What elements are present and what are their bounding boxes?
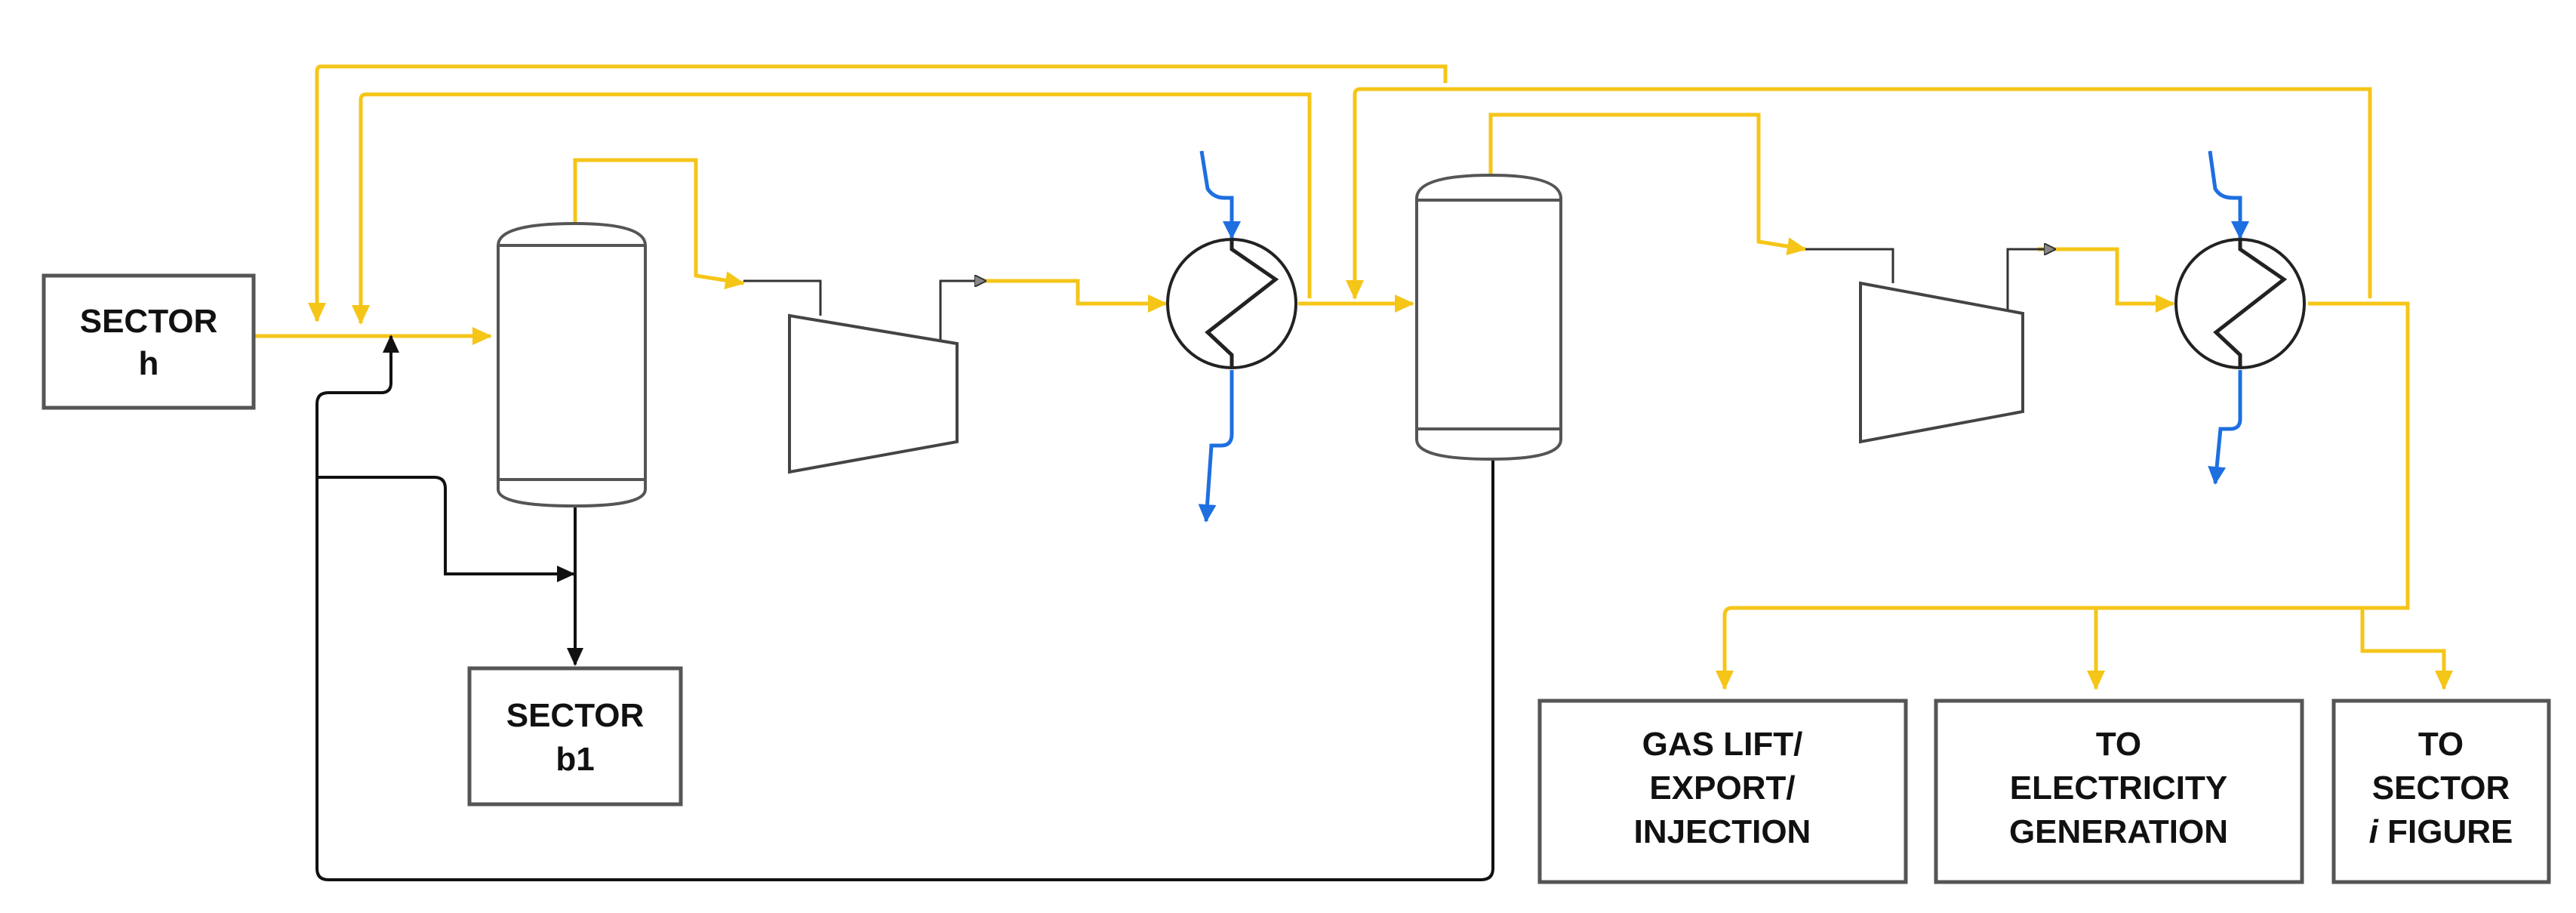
comp2-outlet-line [2006,249,2054,313]
gas-recycle-inner [352,92,1312,325]
gas-recycle-right [1346,87,2372,300]
sector-h-line1: SECTOR [80,303,218,340]
sector-i-line1: TO [2418,726,2464,763]
gas-lift-line3: INJECTION [1634,813,1811,850]
box-gas-lift: GAS LIFT/ EXPORT/ INJECTION [1537,699,1908,884]
sector-h-line2: h [139,345,159,382]
gas-streams [253,64,2453,690]
electricity-line2: ELECTRICITY [2010,770,2227,807]
sector-i-italic: i [2369,813,2379,850]
heat-exchanger-1 [1166,238,1297,369]
liquid-branch-to-b1 [317,476,575,582]
compressor-2 [1859,281,2024,444]
sector-i-figure: FIGURE [2378,813,2513,850]
comp2-inlet-line [1805,248,1894,283]
gas-recycle-outer [308,64,1448,322]
cw-hx2-out [2208,370,2242,485]
electricity-line1: TO [2096,726,2141,763]
separator-vessel-1 [497,221,647,508]
box-sector-h: SECTOR h [42,273,256,410]
box-sector-i: TO SECTOR i FIGURE [2331,699,2551,884]
sector-i-line2: SECTOR [2372,770,2510,807]
cw-hx1-out [1198,370,1234,523]
gas-comp2-to-hx2 [2038,247,2175,313]
heat-exchanger-2 [2174,238,2306,369]
sector-b1-line1: SECTOR [506,697,645,734]
liquid-streams [315,335,1494,881]
gas-lift-line1: GAS LIFT/ [1642,726,1803,763]
electricity-line3: GENERATION [2009,813,2228,850]
comp1-outlet-line [939,281,985,344]
sector-i-line3: i FIGURE [2369,813,2513,850]
box-sector-b1: SECTOR b1 [467,666,683,807]
gas-lift-line2: EXPORT/ [1649,770,1795,807]
separator-vessel-2 [1415,173,1562,461]
cooling-water-streams [1198,150,2249,523]
box-electricity: TO ELECTRICITY GENERATION [1934,699,2304,884]
cw-hx2-in [2208,150,2249,239]
compressor-connections [743,249,2054,344]
cw-hx1-in [1199,150,1241,239]
gas-comp1-to-hx1 [981,279,1168,313]
liquid-vessel2-recycle [315,335,1494,881]
gas-vessel2-top-to-comp2 [1488,113,1807,256]
compressor-1 [788,313,959,474]
comp1-inlet-line [743,279,822,316]
sector-b1-line2: b1 [556,741,594,778]
gas-hx2-outlet [1716,301,2410,690]
gas-branch-sector-i [2360,608,2453,690]
gas-vessel1-top-to-comp1 [573,158,745,290]
